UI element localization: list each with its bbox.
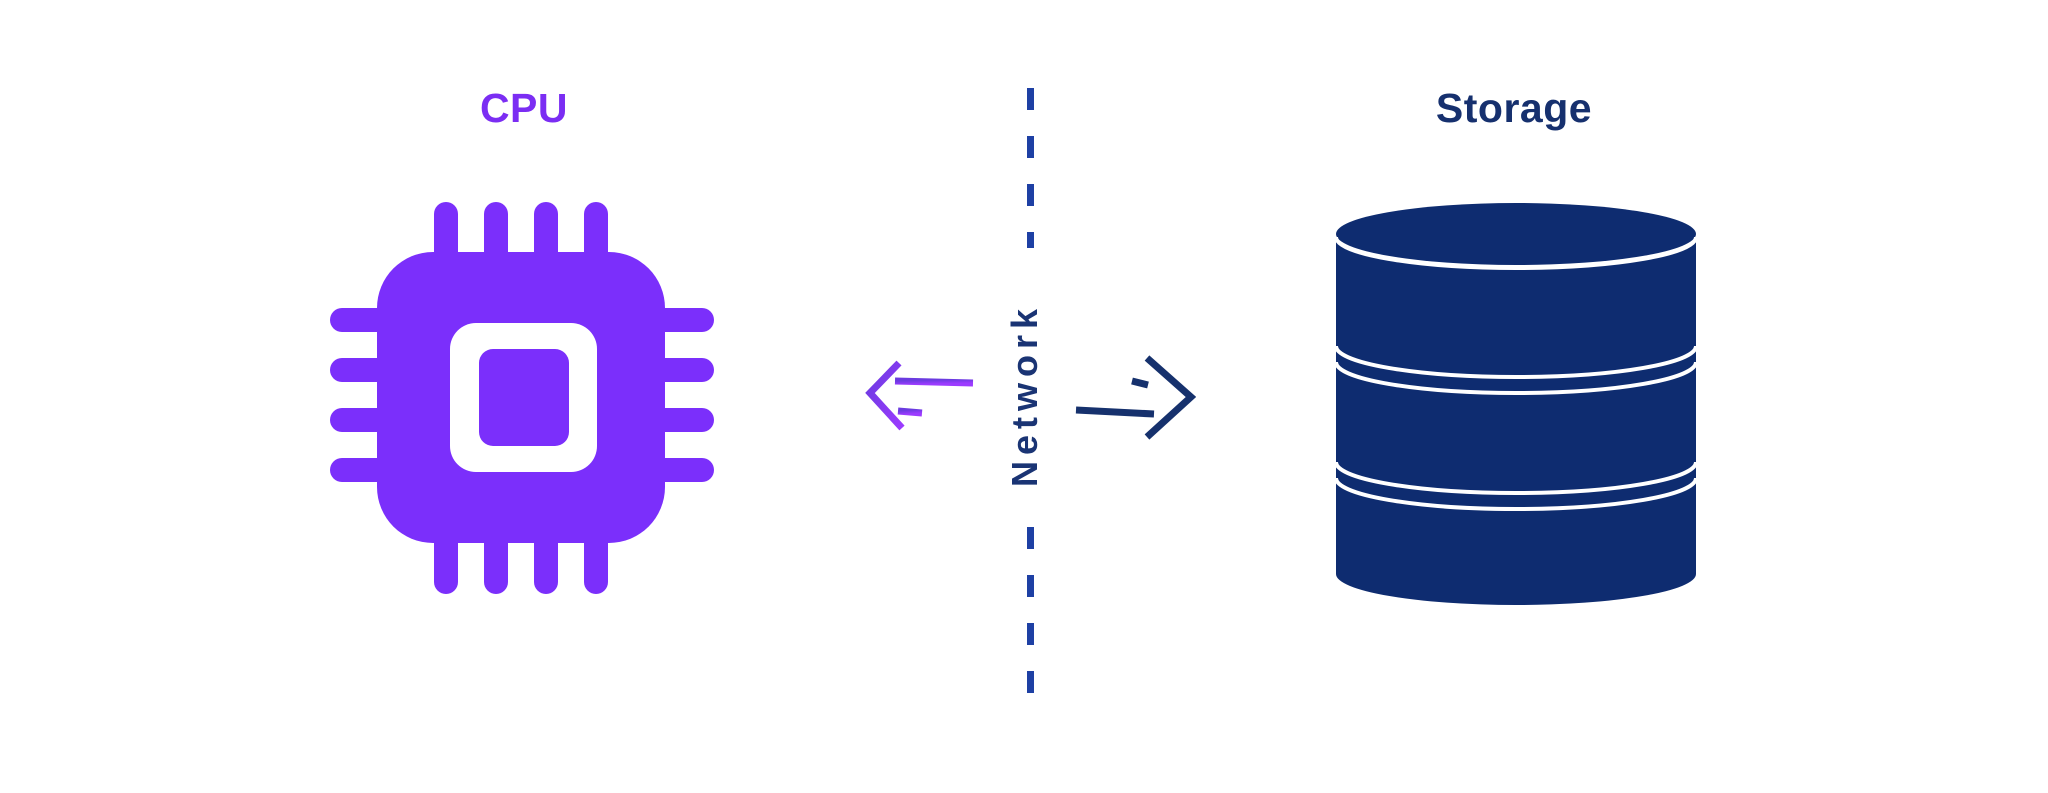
network-divider-line	[1027, 88, 1034, 714]
storage-disk-separators	[1334, 236, 1698, 511]
network-label: Network	[1004, 302, 1045, 488]
storage-label: Storage	[1435, 85, 1593, 131]
cpu-chip-icon	[330, 202, 714, 594]
database-cylinder-icon	[1334, 203, 1698, 605]
arrow-left-icon	[865, 360, 974, 431]
arrow-left-shape	[865, 360, 974, 431]
storage-cylinder-shape	[1336, 203, 1696, 605]
arrow-right-shape	[1075, 355, 1196, 440]
cpu-label: CPU	[479, 85, 569, 131]
arrow-right-icon	[1075, 355, 1196, 440]
cpu-chip-shape	[330, 202, 714, 594]
cpu-core	[479, 349, 569, 446]
